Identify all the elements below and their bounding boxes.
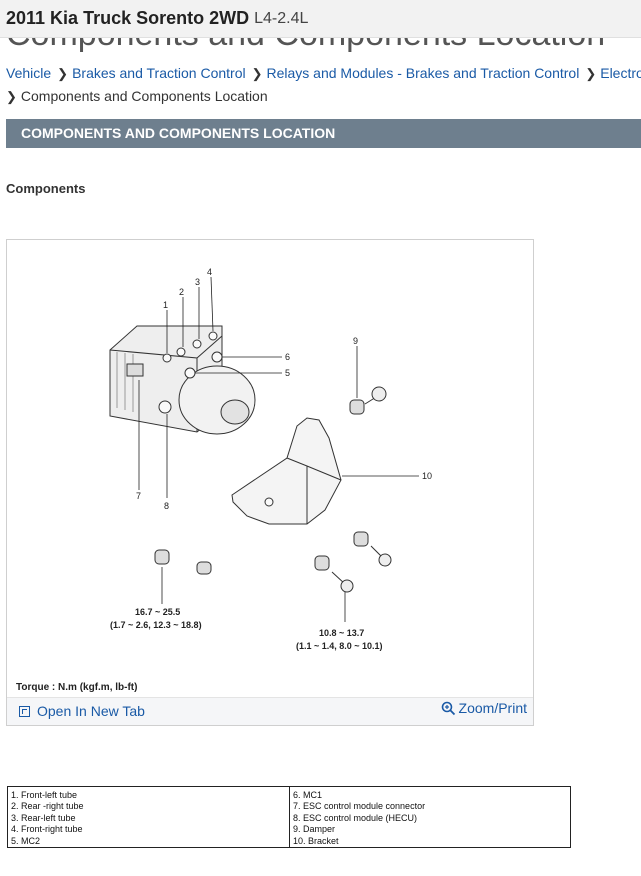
legend-item: 7. ESC control module connector xyxy=(293,801,426,812)
vehicle-header: 2011 Kia Truck Sorento 2WD L4-2.4L xyxy=(0,0,641,38)
breadcrumb-module[interactable]: Electronic Brake Control Module xyxy=(600,65,641,81)
torque-note: Torque : N.m (kgf.m, lb-ft) xyxy=(16,682,138,693)
callout-5: 5 xyxy=(285,368,290,378)
torque-left-units: (1.7 ~ 2.6, 12.3 ~ 18.8) xyxy=(110,620,202,630)
legend-item: 1. Front-left tube xyxy=(11,790,78,800)
legend-item: 6. MC1 xyxy=(293,790,323,800)
torque-right-value: 10.8 ~ 13.7 xyxy=(319,628,364,638)
callout-7: 7 xyxy=(136,491,141,501)
section-banner: COMPONENTS AND COMPONENTS LOCATION xyxy=(6,119,641,148)
callout-3: 3 xyxy=(195,277,200,287)
abs-unit-illustration: 1 2 3 4 5 6 7 8 9 10 16.7 ~ 25.5 (1.7 ~ … xyxy=(109,267,432,651)
torque-right-units: (1.1 ~ 1.4, 8.0 ~ 10.1) xyxy=(296,641,383,651)
legend-item: 5. MC2 xyxy=(11,835,41,846)
callout-1: 1 xyxy=(163,300,168,310)
engine-label: L4-2.4L xyxy=(254,9,309,27)
breadcrumb-vehicle[interactable]: Vehicle xyxy=(6,65,52,81)
legend-item: 9. Damper xyxy=(293,824,336,835)
chevron-right-icon: ❯ xyxy=(57,66,69,81)
chevron-right-icon: ❯ xyxy=(251,66,263,81)
torque-left-value: 16.7 ~ 25.5 xyxy=(135,607,180,617)
open-new-tab-label: Open In New Tab xyxy=(37,703,145,719)
legend-column-right: 6. MC1 7. ESC control module connector 8… xyxy=(289,787,570,847)
callout-6: 6 xyxy=(285,352,290,362)
parts-legend-table: 1. Front-left tube 2. Rear -right tube 3… xyxy=(7,786,571,848)
figure-toolbar: Open In New Tab Zoom/Print xyxy=(7,697,533,725)
legend-item: 8. ESC control module (HECU) xyxy=(293,812,418,823)
vehicle-name: 2011 Kia Truck Sorento 2WD xyxy=(6,8,250,28)
zoom-icon xyxy=(441,701,455,715)
callout-8: 8 xyxy=(164,501,169,511)
components-heading: Components xyxy=(6,181,86,196)
external-link-icon xyxy=(19,705,30,717)
legend-item: 10. Bracket xyxy=(293,835,339,846)
legend-column-left: 1. Front-left tube 2. Rear -right tube 3… xyxy=(8,787,289,847)
zoom-print-label: Zoom/Print xyxy=(458,700,527,716)
legend-item: 3. Rear-left tube xyxy=(11,812,76,823)
callout-2: 2 xyxy=(179,287,184,297)
components-diagram: 1 2 3 4 5 6 7 8 9 10 16.7 ~ 25.5 (1.7 ~ … xyxy=(6,239,534,726)
chevron-right-icon: ❯ xyxy=(6,89,17,104)
zoom-print-button[interactable]: Zoom/Print xyxy=(441,700,527,716)
open-new-tab-button[interactable]: Open In New Tab xyxy=(19,703,145,719)
breadcrumb-current: Components and Components Location xyxy=(20,88,268,104)
callout-4: 4 xyxy=(207,267,212,277)
chevron-right-icon: ❯ xyxy=(585,66,597,81)
legend-item: 4. Front-right tube xyxy=(11,824,83,835)
callout-10: 10 xyxy=(422,471,432,481)
breadcrumb: Vehicle❯Brakes and Traction Control❯Rela… xyxy=(6,62,641,108)
callout-9: 9 xyxy=(353,336,358,346)
legend-item: 2. Rear -right tube xyxy=(11,801,84,812)
breadcrumb-brakes[interactable]: Brakes and Traction Control xyxy=(72,65,246,81)
breadcrumb-relays[interactable]: Relays and Modules - Brakes and Traction… xyxy=(266,65,580,81)
